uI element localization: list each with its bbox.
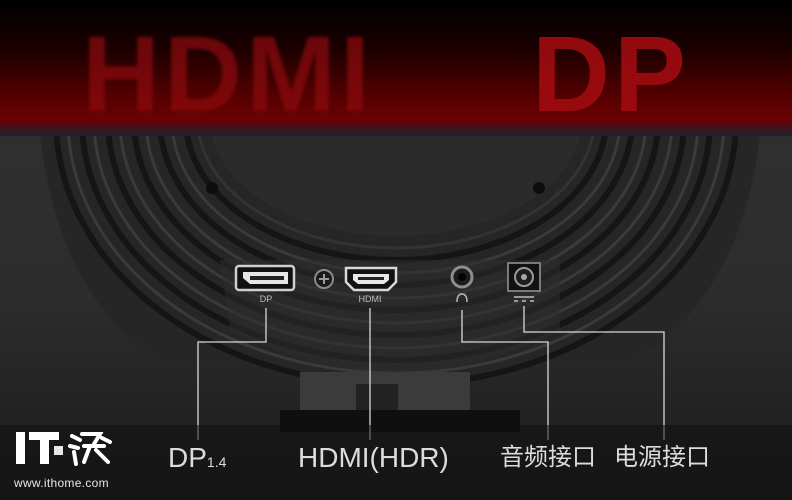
red-banner xyxy=(0,0,792,135)
power-jack-icon xyxy=(507,262,541,302)
bottom-shadow xyxy=(0,425,792,500)
label-audio-port: 音频接口 xyxy=(500,444,596,471)
leader-line-audio xyxy=(461,310,549,440)
leader-line-dp xyxy=(197,308,267,440)
audio-jack-icon xyxy=(450,265,474,303)
dp-port-icon xyxy=(234,264,296,292)
screw-hole-right xyxy=(533,182,545,194)
dp-port-marking: DP xyxy=(260,294,273,304)
watermark-url: www.ithome.com xyxy=(14,476,109,490)
screw-icon xyxy=(314,269,334,289)
hdmi-port-marking: HDMI xyxy=(359,294,382,304)
leader-lines xyxy=(197,306,665,440)
label-dp-version: 1.4 xyxy=(206,454,227,470)
hdmi-port-icon xyxy=(344,266,398,292)
label-power-port: 电源接口 xyxy=(614,444,710,471)
leader-line-power xyxy=(523,306,665,440)
label-hdmi: HDMI(HDR) xyxy=(298,442,449,473)
banner-word-hdmi: HDMI xyxy=(82,13,374,134)
banner-word-dp: DP xyxy=(532,13,691,134)
ithome-logo-icon xyxy=(16,432,112,466)
screw-hole-left xyxy=(206,182,218,194)
banner-edge xyxy=(0,120,792,136)
stand-slot xyxy=(356,384,398,414)
port-plate xyxy=(220,260,560,372)
label-dp: DP1.4 xyxy=(168,442,227,473)
